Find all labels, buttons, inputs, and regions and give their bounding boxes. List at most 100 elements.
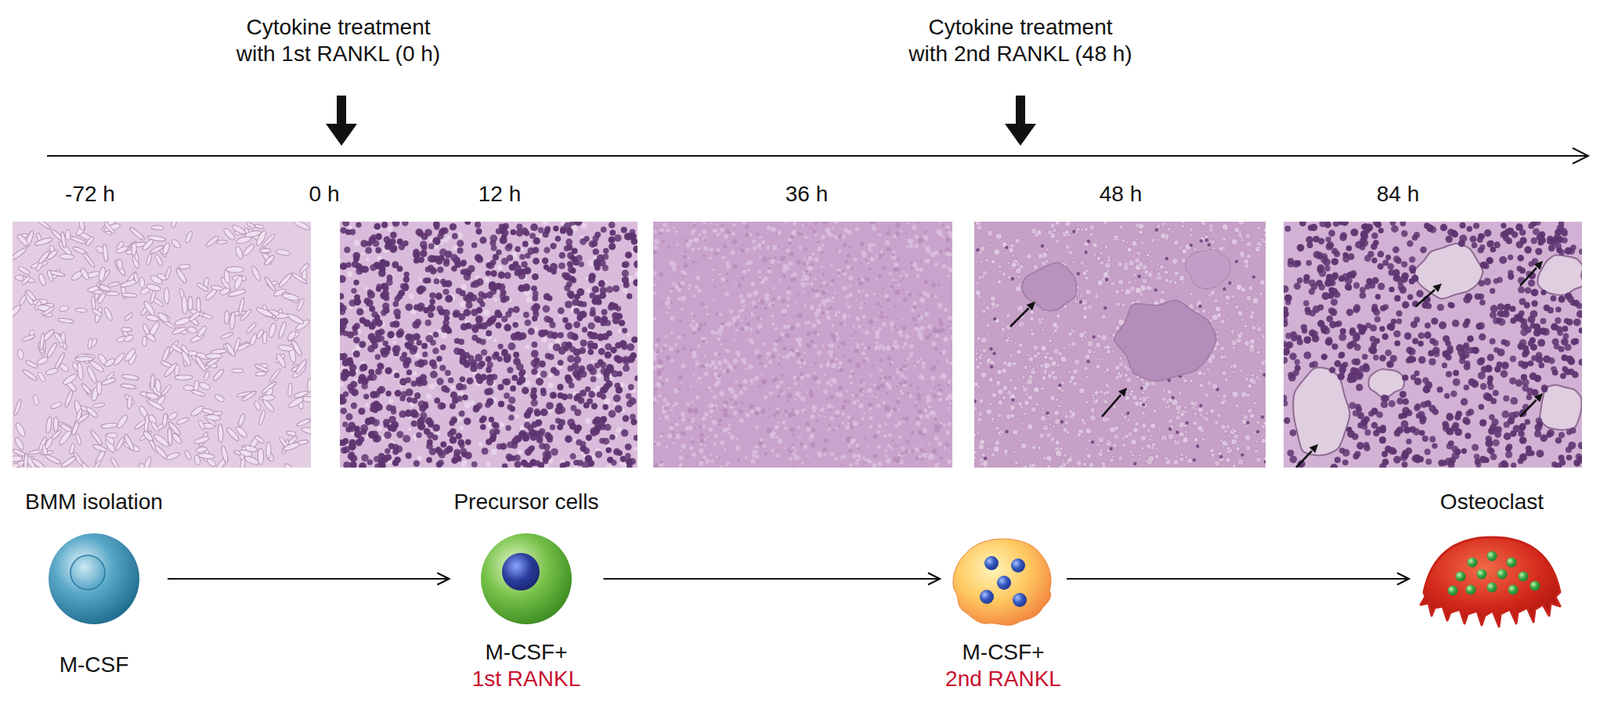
background-speck bbox=[903, 449, 908, 454]
spindle-cell bbox=[122, 292, 138, 298]
background-speck bbox=[786, 304, 790, 308]
spindle-cell bbox=[12, 455, 22, 463]
precursor-cell bbox=[437, 459, 445, 466]
precursor-cell bbox=[455, 382, 464, 391]
background-speck bbox=[713, 364, 719, 370]
background-speck bbox=[497, 265, 503, 271]
precursor-cell bbox=[564, 300, 573, 309]
spindle-cell bbox=[222, 227, 237, 242]
precursor-cell bbox=[404, 333, 412, 341]
precursor-cell bbox=[564, 435, 573, 444]
precursor-cell bbox=[485, 270, 492, 276]
precursor-cell bbox=[456, 247, 463, 254]
precursor-cell bbox=[510, 229, 517, 235]
precursor-cell bbox=[622, 260, 630, 268]
background-speck bbox=[700, 336, 705, 341]
spindle-cell bbox=[300, 426, 311, 437]
precursor-cell bbox=[470, 308, 479, 317]
precursor-cell bbox=[410, 408, 418, 416]
precursor-cell bbox=[444, 295, 453, 304]
background-speck bbox=[902, 420, 906, 423]
spindle-cell bbox=[121, 373, 140, 381]
background-speck bbox=[924, 413, 931, 419]
precursor-cell bbox=[456, 239, 464, 247]
precursor-cell bbox=[444, 315, 450, 322]
precursor-cell bbox=[555, 418, 561, 424]
spindle-cell bbox=[82, 252, 96, 269]
precursor-cell bbox=[498, 271, 506, 279]
precursor-cell bbox=[353, 294, 361, 301]
precursor-cell bbox=[388, 442, 395, 449]
spindle-cell bbox=[275, 248, 292, 257]
background-speck bbox=[863, 437, 867, 440]
spindle-cell bbox=[115, 413, 129, 430]
background-speck bbox=[386, 226, 393, 232]
spindle-cell bbox=[142, 335, 148, 347]
background-speck bbox=[669, 289, 673, 293]
precursor-cell bbox=[378, 363, 385, 370]
precursor-cell bbox=[419, 240, 428, 249]
spindle-cell bbox=[286, 329, 298, 342]
precursor-cell bbox=[542, 450, 551, 459]
precursor-cell bbox=[571, 248, 578, 255]
background-speck bbox=[850, 416, 854, 420]
precursor-cell bbox=[400, 283, 407, 290]
spindle-cell bbox=[203, 370, 211, 382]
precursor-cell bbox=[559, 226, 567, 233]
background-speck bbox=[392, 340, 396, 344]
spindle-cell bbox=[91, 307, 104, 318]
micrograph-background bbox=[653, 221, 953, 468]
precursor-cell bbox=[603, 375, 611, 383]
background-speck bbox=[882, 266, 887, 271]
spindle-cell bbox=[216, 240, 228, 245]
precursor-cell bbox=[614, 404, 623, 413]
precursor-cell bbox=[416, 287, 424, 295]
precursor-cell bbox=[455, 432, 463, 440]
precursor-cell bbox=[437, 402, 446, 411]
precursor-cell bbox=[427, 311, 434, 318]
precursor-cell bbox=[399, 378, 408, 387]
precursor-cell bbox=[590, 375, 597, 383]
background-speck bbox=[720, 223, 724, 228]
background-speck bbox=[538, 234, 542, 239]
precursor-cell bbox=[575, 439, 582, 446]
precursor-cell bbox=[363, 319, 372, 328]
spindle-cell bbox=[155, 379, 162, 393]
precursor-cell bbox=[523, 311, 530, 318]
precursor-cell bbox=[527, 247, 535, 255]
background-speck bbox=[715, 223, 718, 226]
precursor-cell bbox=[490, 234, 499, 243]
precursor-cell bbox=[542, 443, 550, 451]
precursor-cell bbox=[392, 221, 400, 228]
spindle-cell bbox=[89, 429, 104, 447]
precursor-cell bbox=[495, 227, 503, 235]
precursor-cell bbox=[549, 263, 558, 271]
precursor-cell bbox=[633, 434, 638, 441]
precursor-cell bbox=[521, 227, 529, 235]
spindle-cell bbox=[126, 395, 133, 409]
background-speck bbox=[365, 257, 370, 262]
precursor-cell bbox=[360, 424, 369, 433]
precursor-cell bbox=[621, 226, 628, 233]
precursor-cell bbox=[527, 328, 535, 336]
precursor-cell bbox=[353, 350, 361, 358]
precursor-cell bbox=[372, 239, 380, 247]
spindle-cell bbox=[12, 462, 20, 468]
spindle-cell bbox=[36, 355, 49, 366]
precursor-cell bbox=[506, 366, 513, 373]
spindle-cell bbox=[249, 264, 262, 282]
precursor-cell bbox=[534, 408, 541, 416]
precursor-cell bbox=[544, 431, 552, 439]
background-speck bbox=[937, 383, 941, 387]
precursor-cell bbox=[626, 293, 633, 300]
spindle-cell bbox=[90, 459, 102, 468]
precursor-cell bbox=[592, 285, 600, 293]
background-speck bbox=[757, 270, 762, 275]
precursor-cell bbox=[425, 277, 432, 284]
precursor-cell bbox=[484, 401, 492, 409]
precursor-cell bbox=[393, 300, 400, 307]
micrograph-background bbox=[12, 221, 311, 468]
background-speck bbox=[777, 231, 782, 235]
precursor-cell bbox=[353, 425, 361, 432]
background-speck bbox=[357, 328, 362, 333]
